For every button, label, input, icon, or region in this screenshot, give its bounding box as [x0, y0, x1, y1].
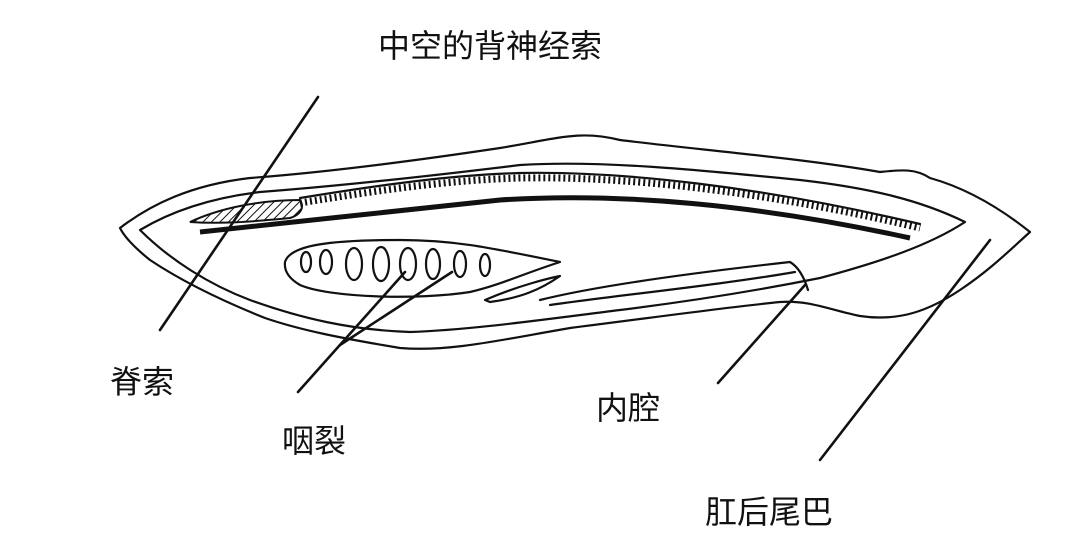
intestine — [483, 260, 810, 307]
cavity-leader — [716, 283, 807, 385]
nerve-cord — [299, 174, 921, 232]
label-body-cavity: 内腔 — [596, 389, 661, 427]
label-pharyngeal-slits: 咽裂 — [282, 422, 347, 460]
tail-leader — [818, 238, 992, 462]
pharyngeal-slits — [299, 245, 492, 283]
label-notochord: 脊索 — [110, 363, 175, 401]
notochord — [199, 195, 911, 241]
slits-leader-1 — [296, 270, 407, 394]
notochord-leader — [158, 95, 320, 332]
label-post-anal-tail: 肛后尾巴 — [705, 493, 834, 531]
outer-body-outline — [118, 134, 1032, 350]
label-nerve-cord: 中空的背神经索 — [378, 27, 603, 65]
slits-leader-2 — [338, 270, 454, 347]
inner-body-outline — [138, 162, 967, 334]
pharynx-outline — [283, 238, 562, 298]
